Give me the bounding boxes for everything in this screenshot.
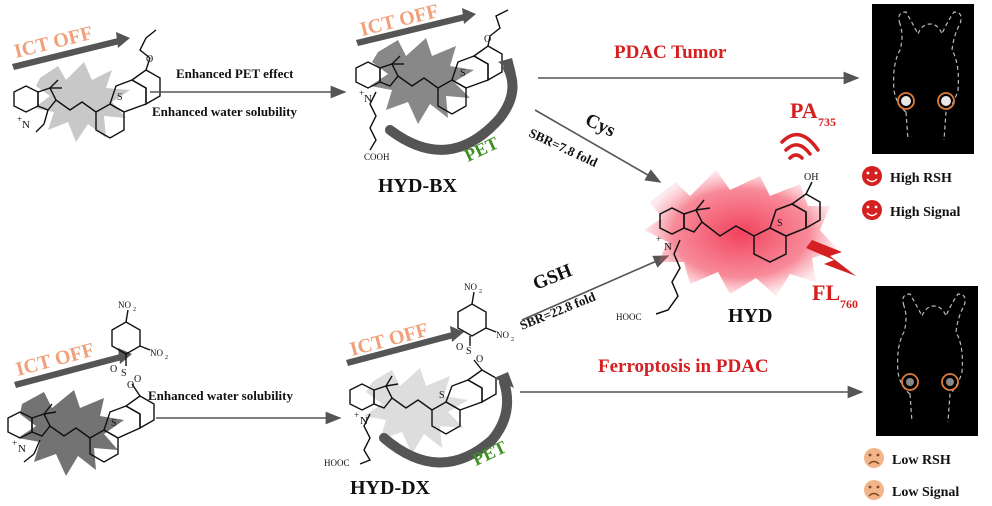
atom-s-bottom-left: S: [111, 418, 117, 429]
atom-s-hyd-bx: S: [460, 68, 466, 79]
atom-n-hyd-bx: N: [364, 93, 372, 105]
atom-o-hyd-bx: O: [484, 34, 491, 45]
label-cys: Cys: [582, 109, 619, 141]
ict-off-arrow-hyd-dx: [346, 326, 464, 366]
atom-cooh-hyd-bx: COOH: [364, 152, 390, 162]
label-sbr-gsh: SBR=22.8 fold: [518, 288, 599, 332]
pet-label-hyd-bx: PET: [461, 133, 501, 166]
atom-oh-hyd: OH: [804, 172, 818, 183]
atom-plus-top-left: +: [17, 114, 22, 124]
happy-face-icon-high-rsh: [862, 166, 882, 186]
label-ferroptosis: Ferroptosis in PDAC: [598, 356, 769, 377]
atom-plus-hyd-dx: +: [354, 410, 359, 420]
legend-low-rsh: Low RSH: [892, 453, 951, 468]
imaging-panel-top: [872, 4, 974, 154]
atom-no2-side-hyd-dx: NO: [496, 330, 509, 340]
atom-s-hyd-dx: S: [439, 390, 445, 401]
molecule-hyd: [655, 181, 821, 315]
arrow-cys: [534, 109, 662, 183]
atom-sulfonyl-s-hyd-dx: S: [466, 346, 472, 357]
atom-hooc-hyd: HOOC: [616, 312, 642, 322]
label-hyd: HYD: [728, 305, 772, 327]
atom-o-bottom-left: O: [127, 380, 134, 391]
label-pa-sub: 735: [818, 115, 836, 129]
atom-no2-side-sub-bottom-left: 2: [165, 355, 168, 361]
atom-plus-bottom-left: +: [12, 438, 17, 448]
atom-no2-top-bottom-left: NO: [118, 300, 131, 310]
label-pa: PA: [790, 98, 818, 123]
atom-sulfonyl-o2-bottom-left: O: [134, 374, 141, 385]
atom-s-top-left: S: [117, 92, 123, 103]
sad-face-icon-low-rsh: [864, 448, 884, 468]
label-fl: FL: [812, 280, 840, 305]
molecule-hyd-dx: [349, 291, 497, 465]
pet-label-hyd-dx: PET: [469, 437, 509, 470]
atom-plus-hyd-bx: +: [359, 88, 364, 98]
atom-no2-side-sub-hyd-dx: 2: [511, 337, 514, 343]
pet-arrow-hyd-bx: [385, 58, 518, 155]
atom-n-hyd-dx: N: [360, 415, 368, 427]
label-fl-sub: 760: [840, 297, 858, 311]
burst-hyd-dx: [364, 368, 468, 454]
red-glow-hyd: [644, 170, 838, 296]
atom-sulfonyl-o1-bottom-left: O: [110, 364, 117, 375]
molecule-top-left: [13, 29, 161, 139]
atom-hooc-hyd-dx: HOOC: [324, 458, 350, 468]
atom-plus-hyd: +: [656, 234, 661, 244]
atom-no2-top-sub-hyd-dx: 2: [479, 289, 482, 295]
legend-high-rsh: High RSH: [890, 171, 952, 186]
happy-face-icon-high-signal: [862, 200, 882, 220]
arrow-gsh: [521, 255, 670, 321]
molecule-bottom-left: [7, 309, 155, 463]
molecule-hyd-bx: [355, 9, 509, 151]
atom-n-hyd: N: [664, 241, 672, 253]
atom-s-hyd: S: [777, 218, 783, 229]
label-pdac-tumor: PDAC Tumor: [614, 42, 727, 63]
fl-lightning-icon: [806, 240, 856, 276]
atom-n-top-left: N: [22, 119, 30, 131]
label-hyd-bx: HYD-BX: [378, 175, 457, 197]
label-enhanced-water-bottom: Enhanced water solubility: [148, 388, 293, 403]
atom-sulfonyl-s-bottom-left: S: [121, 368, 127, 379]
ict-off-arrow-top-left: [12, 32, 130, 70]
legend-high-signal: High Signal: [890, 205, 961, 220]
label-enhanced-pet: Enhanced PET effect: [176, 66, 294, 81]
atom-no2-top-hyd-dx: NO: [464, 282, 477, 292]
atom-no2-side-bottom-left: NO: [150, 348, 163, 358]
label-gsh: GSH: [530, 260, 575, 295]
label-hyd-dx: HYD-DX: [350, 477, 431, 499]
label-enhanced-water-top: Enhanced water solubility: [152, 104, 297, 119]
legend-low-signal: Low Signal: [892, 485, 959, 500]
burst-bottom-left: [18, 390, 124, 476]
atom-sulfonyl-o2-hyd-dx: O: [476, 354, 483, 365]
ict-off-arrow-hyd-bx: [356, 8, 476, 46]
imaging-panel-bottom: [876, 286, 978, 436]
sad-face-icon-low-signal: [864, 480, 884, 500]
pa-wave-icon: [780, 132, 820, 160]
atom-sulfonyl-o1-hyd-dx: O: [456, 342, 463, 353]
pet-arrow-hyd-dx: [379, 372, 514, 468]
atom-n-bottom-left: N: [18, 443, 26, 455]
atom-no2-top-sub-bottom-left: 2: [133, 307, 136, 313]
atom-o-top-left: O: [146, 54, 153, 65]
